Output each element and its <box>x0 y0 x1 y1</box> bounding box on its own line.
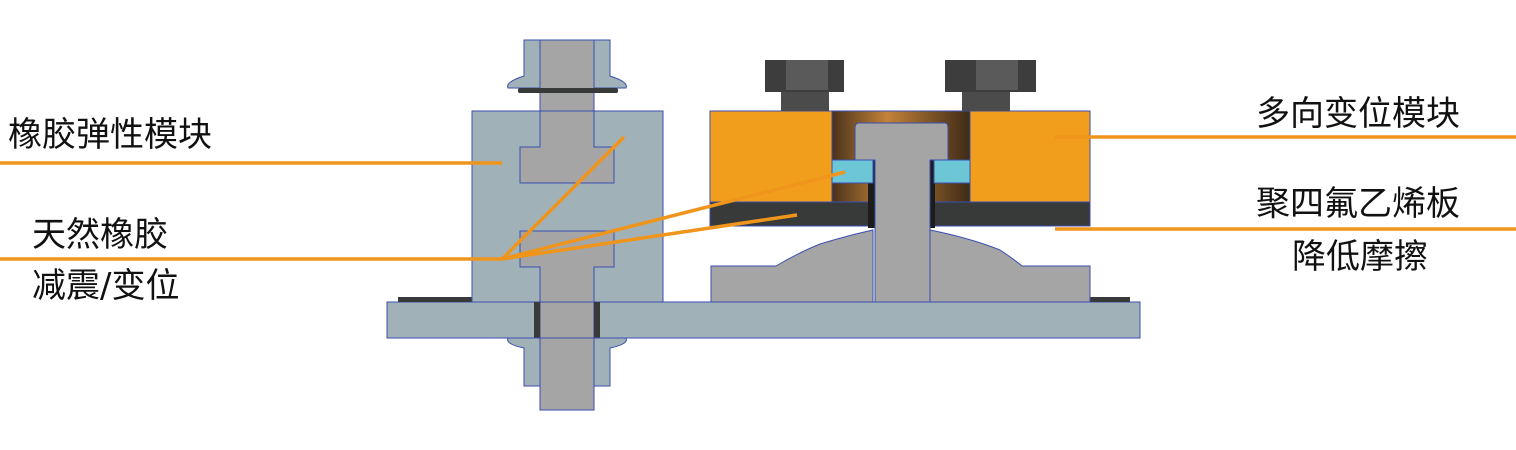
label-multi-displacement-module: 多向变位模块 <box>1256 94 1460 134</box>
label-damping-displacement: 减震/变位 <box>32 266 180 306</box>
lower-support <box>710 229 1091 303</box>
hex-bolt-right <box>945 60 1036 111</box>
label-reduce-friction: 降低摩擦 <box>1292 237 1428 277</box>
blue-insert-right <box>933 159 971 184</box>
hex-bolt-left <box>765 60 844 111</box>
base-plate <box>386 301 1141 339</box>
label-natural-rubber: 天然橡胶 <box>32 215 168 255</box>
blue-insert-left <box>831 159 874 184</box>
leader-lines <box>0 135 1516 261</box>
t-rail <box>854 122 949 303</box>
upper-pocket <box>519 110 615 184</box>
label-rubber-elastic-module: 橡胶弹性模块 <box>8 115 212 155</box>
bottom-nut <box>507 337 627 387</box>
label-ptfe-plate: 聚四氟乙烯板 <box>1256 184 1460 224</box>
bolt-rod-bottom <box>539 337 595 411</box>
bolt-rod-top <box>539 39 595 112</box>
